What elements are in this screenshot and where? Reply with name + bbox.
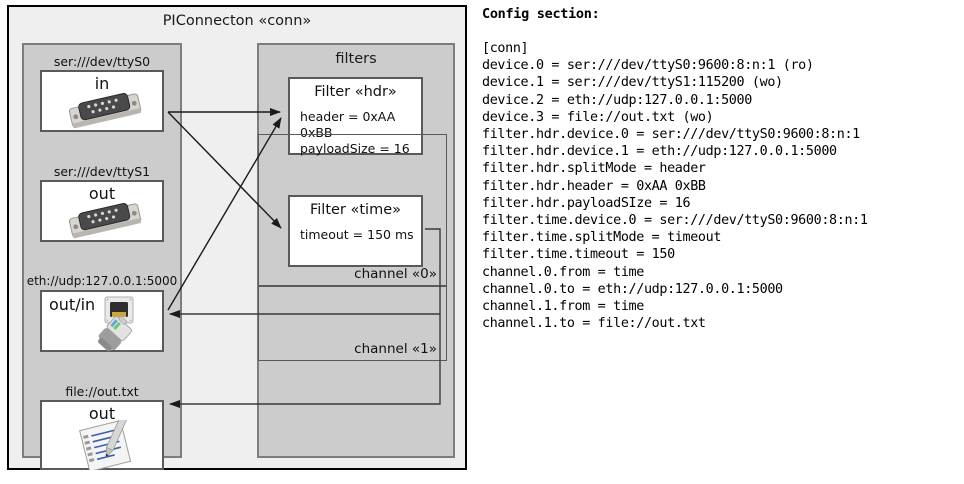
filter-title-hdr: Filter «hdr» xyxy=(314,84,397,100)
device-entry-ttys1[interactable]: ser:///dev/ttyS1 out xyxy=(24,163,180,242)
config-line: device.0 = ser:///dev/ttyS0:9600:8:n:1 (… xyxy=(482,58,814,74)
device-label-ttys1: ser:///dev/ttyS1 xyxy=(53,164,151,179)
config-line: channel.1.to = file://out.txt xyxy=(482,316,706,332)
config-line: filter.hdr.device.1 = eth://udp:127.0.0.… xyxy=(482,144,837,160)
config-line: device.3 = file://out.txt (wo) xyxy=(482,109,714,125)
filters-panel: filters Filter «hdr» header = 0xAA 0xBB … xyxy=(257,43,455,458)
config-line: channel.0.from = time xyxy=(482,264,644,280)
device-box-ttys0[interactable]: in xyxy=(40,70,164,132)
config-panel: Config section: [conn] device.0 = ser:///… xyxy=(482,6,958,476)
config-line: device.2 = eth://udp:127.0.0.1:5000 xyxy=(482,92,752,108)
config-line: filter.hdr.header = 0xAA 0xBB xyxy=(482,178,706,194)
config-line: filter.time.device.0 = ser:///dev/ttyS0:… xyxy=(482,213,868,229)
device-label-eth: eth://udp:127.0.0.1:5000 xyxy=(26,274,178,288)
component-title: PIConnecton «conn» xyxy=(162,13,312,29)
filter-box-hdr[interactable]: Filter «hdr» header = 0xAA 0xBB payloadS… xyxy=(288,77,423,156)
serial-port-icon xyxy=(66,90,144,130)
filter-attr: payloadSize = 16 xyxy=(300,141,410,156)
channel-label-0: channel «0» xyxy=(354,266,437,282)
filter-title-time: Filter «time» xyxy=(309,202,402,218)
device-io-eth: out/in xyxy=(49,295,96,314)
device-io-ttys0: in xyxy=(94,74,110,93)
ethernet-plug-icon xyxy=(94,295,160,353)
channel-box-1[interactable]: channel «1» xyxy=(258,286,447,361)
device-entry-eth[interactable]: eth://udp:127.0.0.1:5000 out/in xyxy=(24,273,180,352)
device-label-file: file://out.txt xyxy=(65,384,139,399)
device-entry-ttys0[interactable]: ser:///dev/ttyS0 in xyxy=(24,53,180,132)
filters-panel-title: filters xyxy=(335,51,377,67)
device-box-eth[interactable]: out/in xyxy=(40,290,164,352)
channel-label-1: channel «1» xyxy=(354,341,437,357)
config-line: filter.time.splitMode = timeout xyxy=(482,230,722,246)
config-line: channel.1.from = time xyxy=(482,299,644,315)
device-label-ttys0: ser:///dev/ttyS0 xyxy=(53,54,151,69)
device-box-file[interactable]: out xyxy=(40,400,164,473)
config-heading: Config section: xyxy=(482,6,600,22)
config-line: device.1 = ser:///dev/ttyS1:115200 (wo) xyxy=(482,75,783,91)
device-io-file: out xyxy=(88,404,116,423)
config-line: filter.hdr.payloadSIze = 16 xyxy=(482,195,691,211)
config-line: filter.time.timeout = 150 xyxy=(482,247,675,263)
config-line: [conn] xyxy=(482,41,529,56)
text-file-icon xyxy=(78,415,140,473)
config-lines-list: [conn] device.0 = ser:///dev/ttyS0:9600:8… xyxy=(482,40,958,332)
serial-port-icon xyxy=(66,200,144,240)
channel-box-0[interactable]: channel «0» xyxy=(258,134,447,286)
connector-component-frame: PIConnecton «conn» ser:///dev/ttyS0 in xyxy=(7,5,467,473)
config-line: channel.0.to = eth://udp:127.0.0.1:5000 xyxy=(482,281,783,297)
devices-panel: ser:///dev/ttyS0 in xyxy=(22,43,182,473)
device-entry-file[interactable]: file://out.txt out xyxy=(24,383,180,473)
config-line: filter.hdr.splitMode = header xyxy=(482,161,706,177)
config-line: filter.hdr.device.0 = ser:///dev/ttyS0:9… xyxy=(482,127,860,143)
device-box-ttys1[interactable]: out xyxy=(40,180,164,242)
device-io-ttys1: out xyxy=(88,184,116,203)
filter-attr: header = 0xAA 0xBB xyxy=(300,109,396,140)
